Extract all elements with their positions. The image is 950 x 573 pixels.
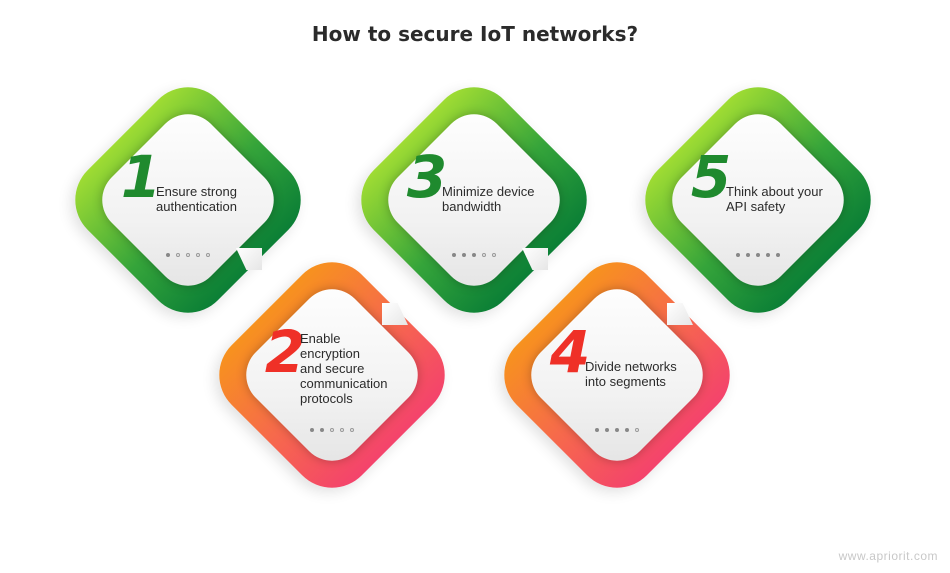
step-label-line: Enable — [300, 331, 341, 346]
step-label: Ensure strong authentication — [156, 184, 286, 214]
progress-dot-filled — [736, 253, 740, 257]
progress-dot-empty — [340, 428, 344, 432]
progress-dot-filled — [776, 253, 780, 257]
progress-dot-filled — [310, 428, 314, 432]
progress-dot-filled — [625, 428, 629, 432]
step-progress-dots — [58, 253, 318, 257]
step-progress-dots — [344, 253, 604, 257]
progress-dot-filled — [605, 428, 609, 432]
step-number: 5 — [690, 143, 732, 211]
step-label-line: authentication — [156, 199, 237, 214]
step-label-line: encryption — [300, 346, 360, 361]
step-card-4: 4 Divide networks into segments — [486, 244, 748, 506]
progress-dot-filled — [615, 428, 619, 432]
step-label: Think about your API safety — [726, 184, 856, 214]
page-fold-icon — [382, 303, 408, 325]
progress-dot-filled — [746, 253, 750, 257]
page-fold-icon — [667, 303, 693, 325]
progress-dot-empty — [206, 253, 210, 257]
step-card-1: 1 Ensure strong authentication — [57, 69, 319, 331]
step-label-line: into segments — [585, 374, 666, 389]
step-number: 4 — [549, 318, 591, 386]
progress-dot-empty — [176, 253, 180, 257]
step-progress-dots — [202, 428, 462, 432]
step-progress-dots — [628, 253, 888, 257]
progress-dot-filled — [320, 428, 324, 432]
progress-dot-filled — [452, 253, 456, 257]
step-label: Minimize device bandwidth — [442, 184, 572, 214]
progress-dot-empty — [330, 428, 334, 432]
progress-dot-empty — [492, 253, 496, 257]
step-label-line: API safety — [726, 199, 786, 214]
progress-dot-empty — [196, 253, 200, 257]
progress-dot-empty — [186, 253, 190, 257]
step-card-5: 5 Think about your API safety — [627, 69, 889, 331]
progress-dot-filled — [166, 253, 170, 257]
watermark: www.apriorit.com — [838, 549, 938, 563]
step-label-line: protocols — [300, 391, 353, 406]
step-label: Divide networks into segments — [585, 359, 715, 389]
step-label-line: bandwidth — [442, 199, 502, 214]
step-label-line: and secure — [300, 361, 365, 376]
step-label-line: Ensure strong — [156, 184, 237, 199]
step-progress-dots — [487, 428, 747, 432]
progress-dot-empty — [482, 253, 486, 257]
step-label: Enable encryption and secure communicati… — [300, 331, 430, 406]
step-label-line: Divide networks — [585, 359, 677, 374]
step-number: 2 — [264, 318, 306, 386]
step-card-3: 3 Minimize device bandwidth — [343, 69, 605, 331]
progress-dot-empty — [635, 428, 639, 432]
progress-dot-filled — [462, 253, 466, 257]
progress-dot-filled — [472, 253, 476, 257]
progress-dot-filled — [766, 253, 770, 257]
progress-dot-empty — [350, 428, 354, 432]
step-number: 3 — [406, 143, 448, 211]
step-label-line: Think about your — [726, 184, 823, 199]
step-label-line: Minimize device — [442, 184, 535, 199]
step-label-line: communication — [300, 376, 388, 391]
progress-dot-filled — [595, 428, 599, 432]
progress-dot-filled — [756, 253, 760, 257]
step-number: 1 — [120, 143, 162, 211]
page-title: How to secure IoT networks? — [311, 22, 639, 46]
step-card-2: 2 Enable encryption and secure communica… — [201, 244, 463, 506]
